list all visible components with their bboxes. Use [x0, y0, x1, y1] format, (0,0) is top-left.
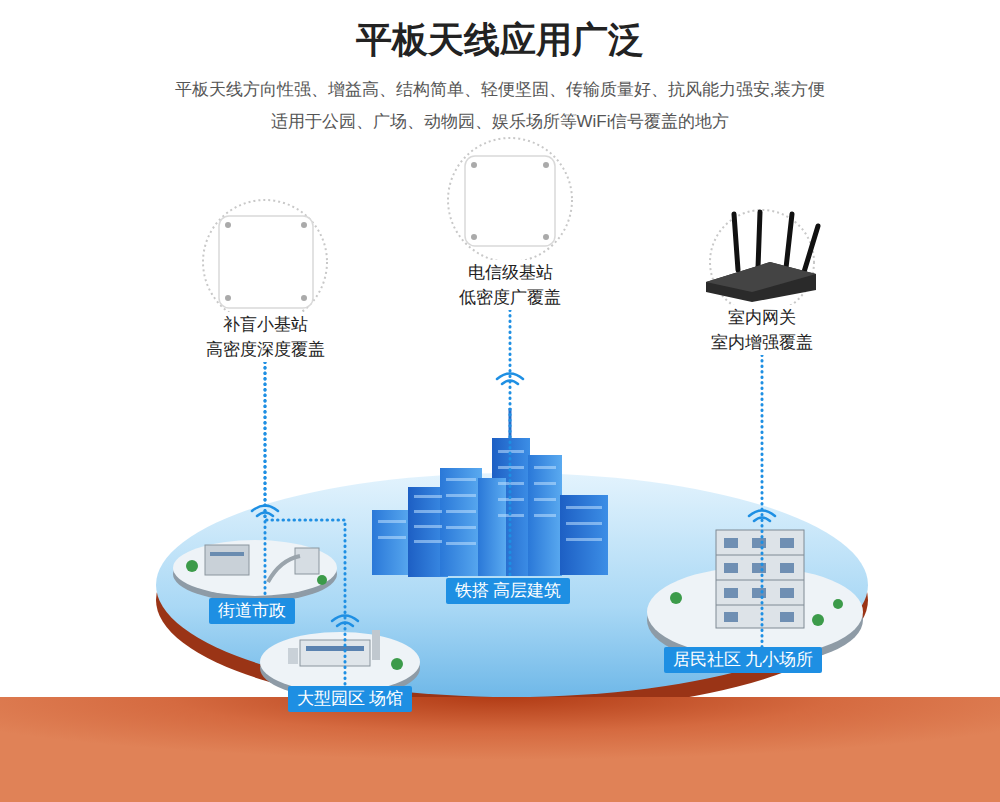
screw	[301, 295, 307, 301]
dashed-ring	[203, 200, 327, 324]
screw	[471, 162, 477, 168]
panel-antenna	[219, 216, 313, 308]
dotted-connector	[265, 362, 345, 686]
screw	[543, 234, 549, 240]
device-label: 补盲小基站高密度深度覆盖	[202, 312, 329, 362]
factory	[300, 640, 370, 666]
node-heading: 铁搭 高层建筑	[455, 579, 562, 603]
node-body: 室内增强覆盖	[711, 330, 813, 355]
router-antenna	[734, 214, 738, 270]
dotted-connector	[509, 310, 512, 578]
node-heading: 大型园区 场馆	[297, 687, 404, 711]
dotted-connector	[264, 362, 267, 598]
chimney	[372, 630, 380, 660]
node-heading: 补盲小基站	[206, 312, 325, 337]
tree	[670, 592, 682, 604]
panel-antenna	[465, 156, 555, 246]
window	[306, 646, 364, 651]
wifi-icon	[252, 374, 775, 627]
building	[205, 545, 249, 575]
page-title: 平板天线应用广泛	[0, 16, 1000, 65]
screw	[471, 234, 477, 240]
residential-building	[716, 530, 804, 628]
node-body: 低密度广覆盖	[459, 285, 561, 310]
scene-tag: 街道市政	[209, 598, 295, 624]
screw	[225, 222, 231, 228]
scene-tag: 居民社区 九小场所	[664, 647, 823, 673]
node-heading: 室内网关	[711, 305, 813, 330]
building	[288, 648, 298, 664]
device-label: 电信级基站低密度广覆盖	[455, 260, 565, 310]
window	[724, 538, 794, 622]
road	[268, 556, 300, 582]
tree	[812, 614, 824, 626]
scene-tag: 大型园区 场馆	[288, 686, 413, 712]
tree	[391, 658, 403, 670]
dashed-ring	[448, 138, 572, 262]
skyscraper	[528, 455, 562, 576]
subtitle-line: 适用于公园、广场、动物园、娱乐场所等WiFi信号覆盖的地方	[0, 110, 1000, 133]
node-heading: 电信级基站	[459, 260, 561, 285]
window-grid	[378, 450, 602, 545]
mini-platform	[173, 540, 337, 596]
bottom-band	[0, 697, 1000, 802]
window	[210, 552, 244, 556]
node-heading: 居民社区 九小场所	[673, 648, 814, 672]
node-heading: 街道市政	[218, 599, 286, 623]
router-top	[706, 262, 816, 292]
screw	[543, 162, 549, 168]
tree	[317, 575, 327, 585]
skyscraper	[478, 478, 506, 576]
router-antenna	[758, 212, 760, 268]
screw	[225, 295, 231, 301]
node-body: 高密度深度覆盖	[206, 337, 325, 362]
skyscraper	[440, 468, 482, 576]
dotted-connector	[761, 355, 764, 647]
tree	[833, 599, 843, 609]
building	[295, 548, 319, 574]
subtitle-line: 平板天线方向性强、增益高、结构简单、轻便坚固、传输质量好、抗风能力强安,装方便	[0, 78, 1000, 101]
router-antenna	[804, 226, 818, 272]
device-label: 室内网关室内增强覆盖	[707, 305, 817, 355]
screw	[301, 222, 307, 228]
router-body	[706, 262, 816, 302]
router-antenna	[786, 214, 792, 268]
skyscraper	[560, 495, 608, 575]
tree	[186, 560, 198, 572]
skyscraper	[372, 510, 412, 575]
floor-lines	[716, 555, 804, 605]
scene-tag: 铁搭 高层建筑	[446, 578, 571, 604]
mini-platform	[260, 632, 420, 692]
